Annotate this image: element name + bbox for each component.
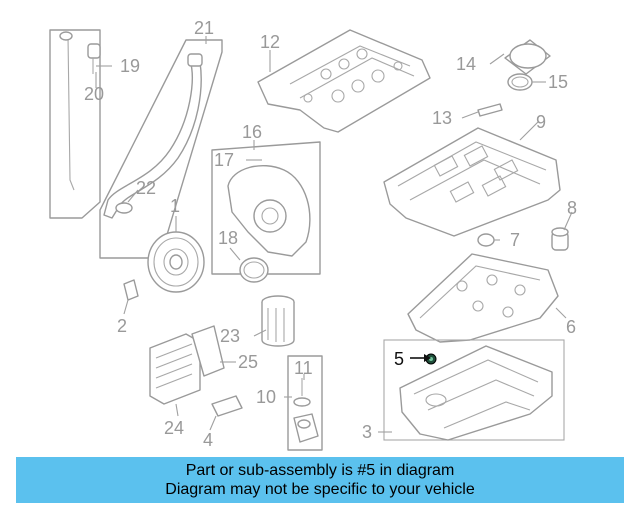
- oil-filter: [261, 295, 295, 347]
- callout-9: 9: [536, 112, 546, 132]
- callout-6: 6: [566, 317, 576, 337]
- callout-12: 12: [260, 32, 280, 52]
- dipstick-group: [49, 29, 223, 259]
- callout-5: 5: [394, 349, 404, 369]
- callout-19: 19: [120, 56, 140, 76]
- lower-oil-pan: [383, 339, 565, 441]
- crankshaft-pulley: [123, 231, 205, 301]
- callout-8: 8: [567, 198, 577, 218]
- oil-pump-ladder: [407, 253, 559, 343]
- oil-filler-cap: [477, 39, 551, 117]
- callout-17: 17: [214, 150, 234, 170]
- callout-labels: 1 2 3 4 5 6 7 8 9 10 11 12 13 14 15 16 1…: [84, 18, 577, 450]
- callout-22: 22: [136, 178, 156, 198]
- callout-3: 3: [362, 422, 372, 442]
- valve-cover: [257, 29, 431, 133]
- banner-line-2: Diagram may not be specific to your vehi…: [165, 481, 475, 498]
- exploded-parts-diagram: 1 2 3 4 5 6 7 8 9 10 11 12 13 14 15 16 1…: [49, 18, 577, 451]
- callout-11: 11: [294, 358, 313, 378]
- callout-20: 20: [84, 84, 104, 104]
- callout-14: 14: [456, 54, 476, 74]
- callout-18: 18: [218, 228, 238, 248]
- callout-2: 2: [117, 316, 127, 336]
- timing-cover-group: [211, 141, 321, 283]
- callout-23: 23: [220, 326, 240, 346]
- banner-line-1: Part or sub-assembly is #5 in diagram: [185, 462, 455, 479]
- info-banner: Part or sub-assembly is #5 in diagram Di…: [16, 457, 624, 503]
- callout-16: 16: [242, 122, 262, 142]
- oil-level-sensor: [287, 355, 323, 451]
- callout-21: 21: [194, 18, 214, 38]
- callout-13: 13: [432, 108, 452, 128]
- callout-15: 15: [548, 72, 568, 92]
- callout-25: 25: [238, 352, 258, 372]
- upper-oil-pan: [383, 127, 561, 237]
- plug-and-sender: [477, 227, 569, 251]
- callout-1: 1: [170, 196, 180, 216]
- callout-10: 10: [256, 387, 276, 407]
- callout-7: 7: [510, 230, 520, 250]
- leader-lines: [95, 36, 573, 433]
- oil-cooler: [149, 325, 225, 405]
- callout-4: 4: [203, 430, 213, 450]
- highlight-arrowhead: [424, 354, 431, 362]
- callout-24: 24: [164, 418, 184, 438]
- bracket-item-4: [211, 395, 243, 417]
